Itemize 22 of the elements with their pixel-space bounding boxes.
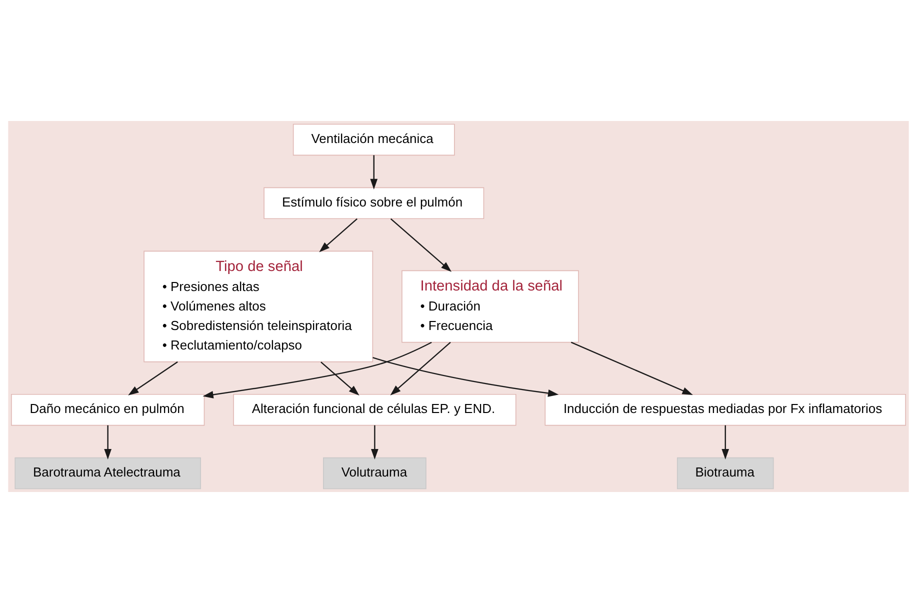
arrow (390, 341, 451, 395)
node-box: Daño mecánico en pulmón (11, 393, 205, 426)
node-box: Volutrauma (323, 456, 426, 489)
node-box: Estímulo físico sobre el pulmón (264, 186, 484, 219)
node-box: Inducción de respuestas mediadas por Fx inflamatorios (544, 393, 906, 426)
arrow (104, 424, 112, 460)
arrow (570, 341, 693, 394)
node-box: Ventilación mecánica (292, 123, 455, 156)
node-box: Alteración funcional de células EP. y END. (233, 393, 516, 426)
arrow (370, 154, 378, 189)
arrow (320, 361, 360, 396)
arrow (390, 218, 452, 272)
node-box: Intensidad da la señal • Duración • Frecuencia (402, 270, 579, 342)
arrow (202, 341, 432, 398)
arrow (722, 424, 730, 460)
node-box: Biotrauma (676, 456, 774, 489)
node-box: Barotrauma Atelectrauma (14, 456, 201, 489)
node-box: Tipo de señal • Presiones altas • Volúmenes altos • Sobredistensión teleinspiratoria • Reclutamiento/colapso (144, 250, 374, 362)
arrow (372, 356, 559, 396)
arrow (128, 360, 178, 395)
arrow (319, 218, 358, 252)
arrow (370, 424, 378, 460)
